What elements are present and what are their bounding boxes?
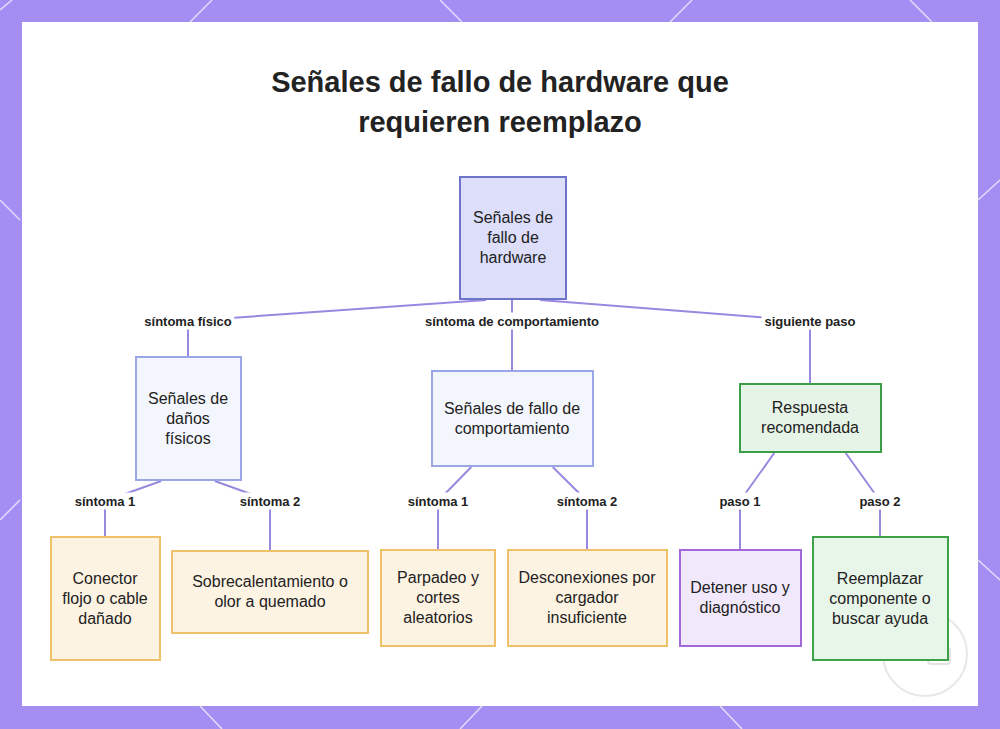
node-label: Señales de fallo de hardware	[469, 208, 557, 268]
response-box: Respuesta recomendada	[739, 383, 882, 453]
edge-label: siguiente paso	[761, 313, 858, 330]
edge-label: síntoma 1	[405, 493, 472, 510]
connector-line	[511, 300, 513, 370]
edge-label: síntoma 2	[554, 493, 621, 510]
root-box: Señales de fallo de hardware	[459, 176, 567, 300]
node-label: Reemplazar componente o buscar ayuda	[822, 569, 939, 629]
symptom-box: Parpadeo y cortes aleatorios	[380, 549, 496, 647]
node-label: Respuesta recomendada	[749, 398, 872, 438]
white-panel	[22, 22, 978, 706]
step-box: Detener uso y diagnóstico	[679, 549, 802, 647]
category-box: Señales de daños físicos	[135, 356, 242, 481]
symptom-box: Sobrecalentamiento o olor a quemado	[171, 550, 369, 634]
node-label: Conector flojo o cable dañado	[60, 569, 151, 629]
node-label: Desconexiones por cargador insuficiente	[517, 568, 658, 628]
category-box: Señales de fallo de comportamiento	[431, 370, 594, 467]
symptom-box: Conector flojo o cable dañado	[50, 536, 161, 661]
step-box: Reemplazar componente o buscar ayuda	[812, 536, 949, 661]
node-label: Señales de daños físicos	[145, 389, 232, 449]
connector-line	[215, 481, 270, 550]
edge-label: paso 2	[856, 493, 903, 510]
node-label: Parpadeo y cortes aleatorios	[390, 568, 486, 628]
edge-label: síntoma 2	[237, 493, 304, 510]
edge-label: síntoma físico	[141, 313, 234, 330]
node-label: Sobrecalentamiento o olor a quemado	[181, 572, 359, 612]
edge-label: paso 1	[716, 493, 763, 510]
node-label: Señales de fallo de comportamiento	[441, 399, 584, 439]
edge-label: síntoma 1	[72, 493, 139, 510]
symptom-box: Desconexiones por cargador insuficiente	[507, 549, 668, 647]
node-label: Detener uso y diagnóstico	[689, 578, 792, 618]
edge-label: síntoma de comportamiento	[422, 313, 602, 330]
diagram-title: Señales de fallo de hardware que requier…	[210, 62, 790, 142]
